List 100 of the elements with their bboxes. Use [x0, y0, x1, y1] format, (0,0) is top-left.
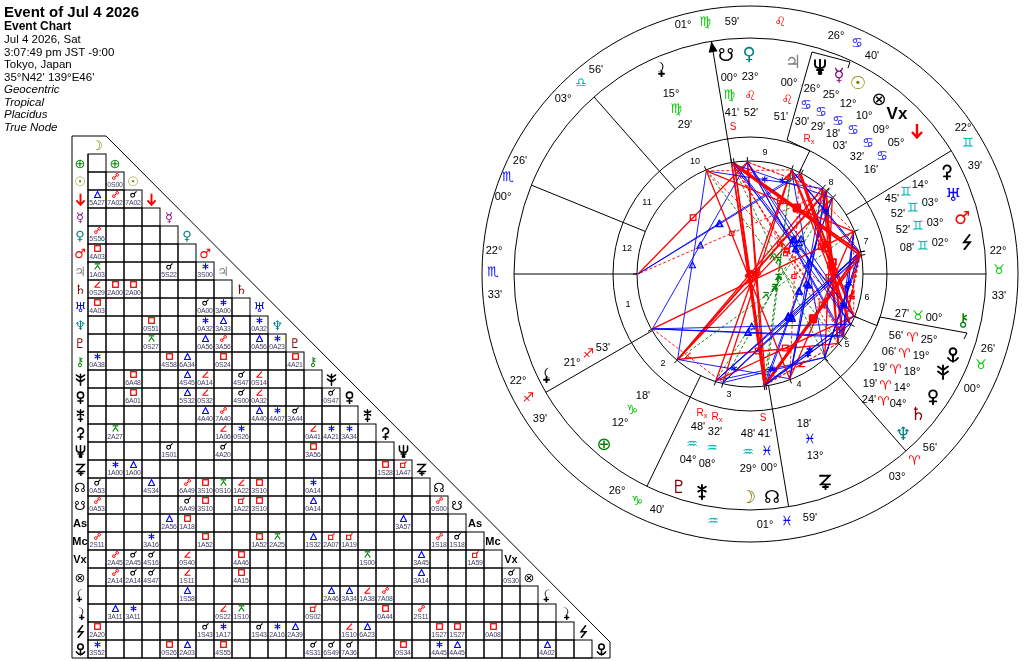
orb-text: 3A56 [305, 450, 321, 459]
orb-text: 7A02 [125, 198, 141, 207]
position-text: 19' [862, 377, 878, 389]
planet-glyph: ♄ [909, 405, 927, 423]
position-text: 40' [864, 49, 880, 61]
zodiac-glyph: ♋ [847, 122, 859, 136]
position-text: 41' [724, 106, 740, 118]
position-text: 18' [635, 389, 651, 401]
position-text: 18' [825, 127, 841, 139]
coordinates-text: 35°N42' 139°E46' [4, 70, 95, 83]
orb-text: 5A27 [89, 198, 105, 207]
position-text: 59' [802, 511, 818, 523]
zodiac-glyph: ♋ [815, 104, 827, 118]
position-text: 39' [967, 159, 983, 171]
zodiac-glyph: ♏ [487, 264, 499, 278]
planet-glyph: ♅ [944, 186, 962, 204]
orb-text: 0S27 [143, 342, 159, 351]
orb-text: 0A32 [251, 324, 267, 333]
orb-text: 4A07 [269, 414, 285, 423]
orb-text: 3S10 [251, 486, 267, 495]
zodiac-glyph: ♉ [975, 357, 987, 371]
position-text: 14° [893, 381, 911, 393]
orb-text: 3A34 [341, 432, 357, 441]
position-text: 15° [662, 87, 680, 99]
orb-text: 1A06 [215, 432, 231, 441]
orb-text: 6A23 [359, 630, 375, 639]
position-text: 00° [720, 71, 738, 83]
position-text: 52' [895, 223, 911, 235]
zodiac-glyph: ♐ [582, 346, 594, 360]
orb-text: 3S10 [197, 504, 213, 513]
body-glyph: ⚷ [75, 354, 85, 368]
house-number: 12 [622, 243, 632, 253]
orb-text: 2A07 [323, 540, 339, 549]
position-text: 25° [822, 88, 840, 100]
orb-text: 1A18 [179, 522, 195, 531]
orb-text: 2A27 [107, 432, 123, 441]
orb-text: 1S43 [251, 630, 267, 639]
position-text: 32' [849, 150, 865, 162]
position-text: 19° [912, 349, 930, 361]
orb-text: 0S51 [143, 324, 159, 333]
body-glyph: ♂ [199, 246, 211, 260]
position-text: 29' [810, 120, 826, 132]
orb-text: 0S00 [107, 180, 123, 189]
zodiac-glyph: ♎ [575, 75, 587, 89]
body-glyph: ♅ [74, 300, 86, 314]
orb-text: 0A14 [305, 486, 321, 495]
position-text: 03° [926, 216, 944, 228]
orb-text: 4S47 [233, 378, 249, 387]
orb-text: 7A08 [377, 594, 393, 603]
planet-glyph: ⚷ [956, 311, 970, 329]
body-glyph: ♆ [271, 318, 283, 332]
zodiac-glyph: ♏ [502, 169, 514, 183]
position-text: 29' [677, 118, 693, 130]
orb-text: 3A57 [395, 522, 411, 531]
zodiac-glyph: ♍ [699, 14, 711, 28]
orb-text: 4A40 [197, 414, 213, 423]
orb-text: 4S55 [215, 648, 231, 657]
orb-text: 2A39 [287, 630, 303, 639]
position-text: 22° [485, 244, 503, 256]
orb-text: 2A03 [179, 648, 195, 657]
orb-text: 2A16 [269, 630, 285, 639]
orb-text: 1S27 [449, 630, 465, 639]
orb-text: 2A25 [269, 540, 285, 549]
orb-text: 4A21 [287, 360, 303, 369]
orb-text: 0S00 [431, 504, 447, 513]
position-text: 52' [890, 207, 906, 219]
position-text: 16' [863, 163, 879, 175]
orb-text: 5S22 [161, 270, 177, 279]
motion-mark: S [729, 122, 737, 132]
body-glyph: ☋ [74, 498, 86, 512]
orb-text: 6A34 [179, 360, 195, 369]
position-text: 26° [608, 484, 626, 496]
position-text: 22° [989, 244, 1007, 256]
body-glyph: ⊗ [74, 570, 86, 584]
body-glyph: ⊕ [109, 156, 121, 170]
chart-setting-text: Geocentric [4, 83, 60, 96]
position-text: 09° [872, 123, 890, 135]
orb-text: 3S10 [251, 504, 267, 513]
orb-text: 0A08 [485, 630, 501, 639]
zodiac-glyph: ♈ [908, 453, 920, 467]
planet-glyph: ♃ [784, 53, 802, 71]
motion-mark: R$_{x}$ [711, 412, 723, 422]
orb-text: 3A16 [143, 540, 159, 549]
orb-text: 2A45 [125, 558, 141, 567]
orb-text: 1S58 [179, 594, 195, 603]
body-glyph: Vx [504, 553, 518, 565]
planet-glyph: ♇ [670, 478, 688, 496]
planet-glyph: ♆ [894, 425, 912, 443]
zodiac-glyph: ♈ [877, 394, 889, 408]
orb-text: 3S52 [89, 648, 105, 657]
orb-text: 1A52 [251, 540, 267, 549]
body-glyph: ⊕ [74, 156, 86, 170]
position-text: 08' [899, 241, 915, 253]
orb-text: 0S22 [215, 612, 231, 621]
body-glyph: ☉ [74, 174, 86, 188]
orb-text: 1A59 [467, 558, 483, 567]
position-text: 26' [980, 342, 996, 354]
zodiac-glyph: ♋ [876, 148, 888, 162]
orb-text: 4S16 [143, 558, 159, 567]
position-text: 08° [698, 457, 716, 469]
